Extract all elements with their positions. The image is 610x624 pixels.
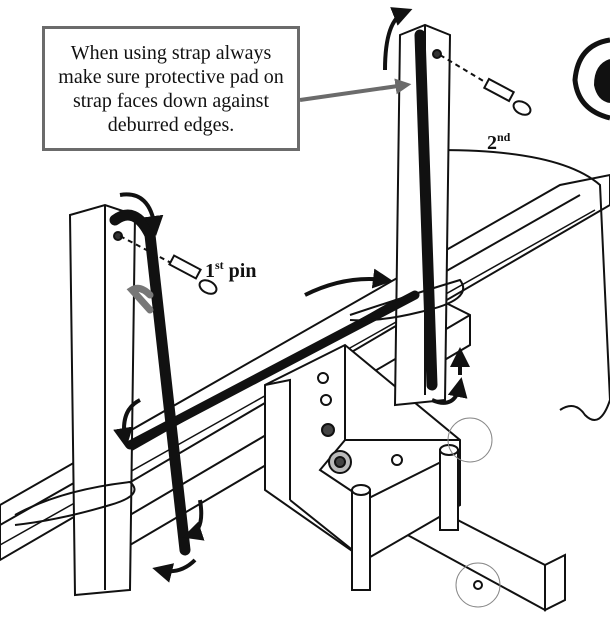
first-pin-label: 1st pin bbox=[205, 258, 256, 283]
second-pin-label: 2nd bbox=[487, 130, 510, 155]
first-pin-number: 1 bbox=[205, 260, 215, 282]
instruction-text: When using strap always make sure protec… bbox=[58, 41, 284, 136]
warning-icon bbox=[572, 37, 610, 121]
background-panel bbox=[439, 149, 610, 421]
first-pin-suffix: st bbox=[215, 258, 224, 272]
second-pin-number: 2 bbox=[487, 132, 497, 154]
first-pin-word: pin bbox=[228, 260, 257, 282]
cable-loop bbox=[14, 278, 465, 526]
bracket-posts bbox=[351, 417, 493, 591]
left-upright bbox=[68, 203, 137, 597]
second-pin-suffix: nd bbox=[497, 130, 511, 144]
callout-pointer bbox=[299, 78, 412, 102]
mount-bracket bbox=[264, 343, 461, 562]
pin-1 bbox=[119, 235, 218, 295]
strap-direction-arrows bbox=[113, 7, 470, 583]
instruction-callout: When using strap always make sure protec… bbox=[42, 26, 300, 151]
pin-2 bbox=[439, 54, 532, 116]
